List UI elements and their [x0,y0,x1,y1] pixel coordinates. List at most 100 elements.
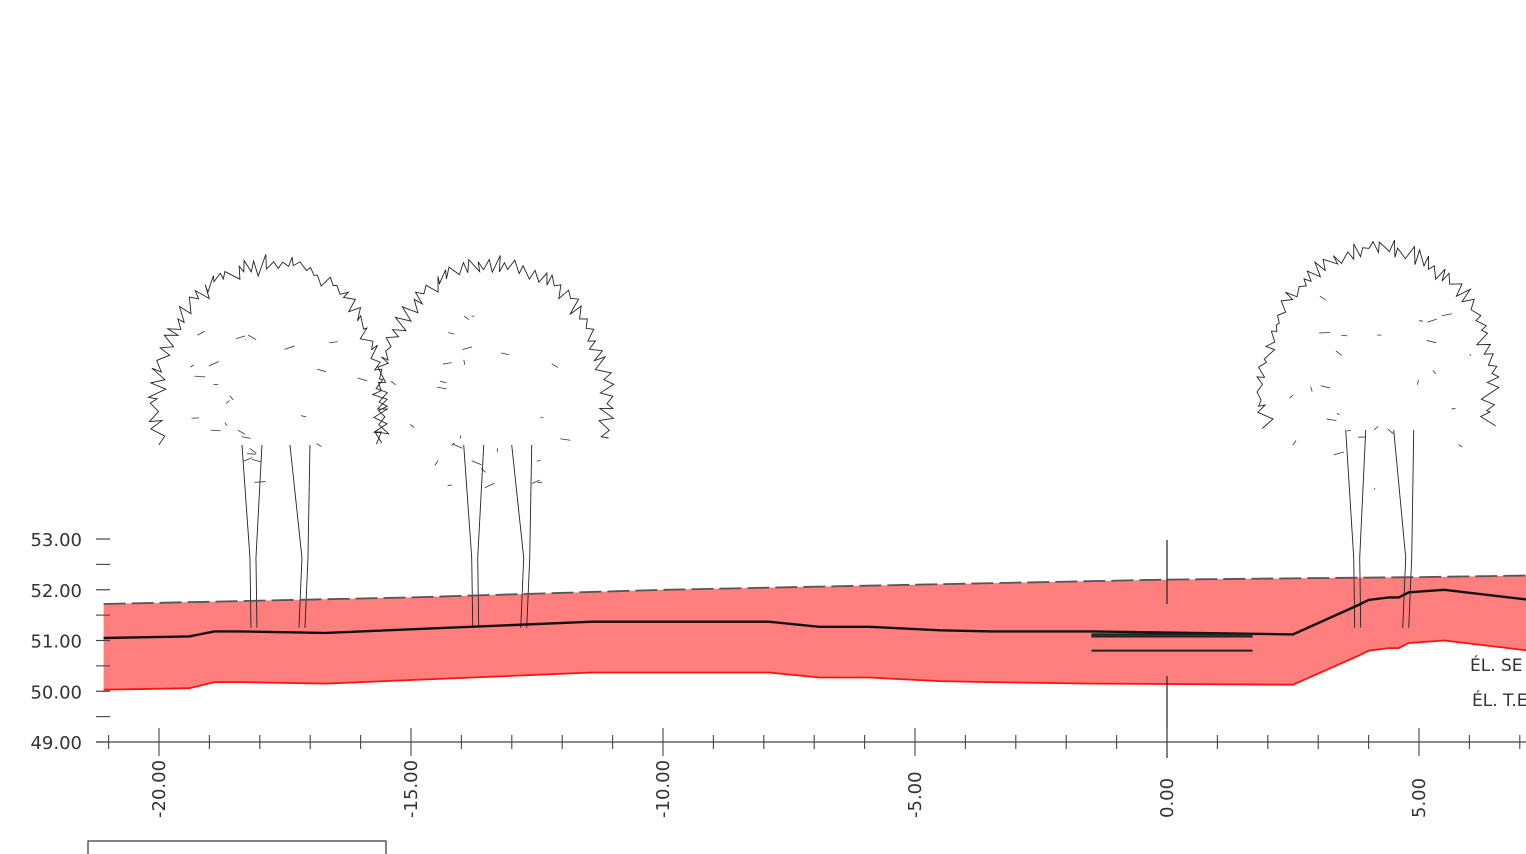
trees-layer [147,240,1500,628]
tree-leaf-stroke [462,346,473,351]
tree-leaf-stroke [551,363,559,368]
tree-trunk-line [511,444,525,628]
tree-leaf-stroke [1326,418,1337,422]
tree-leaf-stroke [1341,334,1348,337]
tree-leaf-stroke [197,331,205,336]
tree-leaf-stroke [463,359,466,365]
x-tick-label: -15.00 [401,760,422,818]
y-tick-label: 52.00 [30,581,82,602]
x-tick-label: 0.00 [1157,778,1178,818]
tree-leaf-stroke [1335,350,1342,356]
tree-leaf-stroke [442,362,452,365]
tree-leaf-stroke [560,438,571,441]
tree-leaf-stroke [1346,429,1351,432]
tree-leaf-stroke [434,460,439,466]
tree-leaf-stroke [484,482,495,489]
tree-leaf-stroke [357,377,368,382]
x-tick-label: -5.00 [905,771,926,818]
tree-leaf-stroke [1441,313,1453,317]
tree-leaf-stroke [1417,379,1419,385]
tree-trunk-line [304,444,311,628]
tree-leaf-stroke [1289,394,1294,399]
tree-leaf-stroke [501,352,509,356]
tree-leaf-stroke [1418,320,1424,322]
tree-leaf-stroke [1319,332,1330,334]
tree-leaf-stroke [1310,386,1313,392]
tree-trunk-line [1393,429,1407,628]
tree-trunk-line [1408,429,1415,628]
tree-leaf-stroke [1427,318,1437,323]
tree-trunk-line [477,444,485,628]
tree-leaf-stroke [317,368,327,373]
tree-trunk-line [463,444,474,628]
tree-leaf-stroke [451,442,455,446]
tree-crown-outline [1256,240,1500,429]
tree-leaf-stroke [300,415,307,418]
tree-leaf-stroke [390,380,396,386]
tree-leaf-stroke [1373,426,1379,431]
tree-leaf-stroke [1432,370,1436,374]
tree-leaf-stroke [531,479,540,484]
tree-leaf-stroke [1469,353,1472,357]
series-line-2 [103,639,1526,691]
x-tick-label: 5.00 [1409,778,1430,818]
tree-symbol [371,255,615,628]
tree-leaf-stroke [453,443,463,449]
series-line-1 [103,588,1526,640]
tree-leaf-stroke [471,460,482,466]
tree-leaf-stroke [1451,408,1456,410]
tree-leaf-stroke [224,422,228,426]
tree-leaf-stroke [229,395,234,401]
section-lines-layer [103,540,1526,758]
tree-leaf-stroke [329,341,338,344]
tree-leaf-stroke [190,364,195,368]
tree-leaf-stroke [241,436,251,439]
tree-leaf-stroke [536,460,541,462]
tree-leaf-stroke [1292,440,1297,446]
tree-leaf-stroke [284,345,295,350]
x-tick-label: -20.00 [149,760,170,818]
y-tick-label: 53.00 [30,530,82,551]
tree-leaf-stroke [459,435,462,439]
tree-leaf-stroke [1458,444,1463,448]
tree-trunk-line [255,444,263,628]
annotation-el-se: ÉL. SE [1470,654,1523,676]
tree-leaf-stroke [194,375,206,378]
y-tick-label: 49.00 [30,733,82,754]
tree-trunk-line [526,444,533,628]
y-tick-label: 50.00 [30,682,82,703]
tree-leaf-stroke [448,332,455,335]
section-fill-layer [103,575,1526,690]
tree-leaf-stroke [247,334,257,341]
tree-leaf-stroke [1373,488,1376,490]
section-fill-area [103,575,1526,690]
tree-symbol [147,254,391,628]
tree-leaf-stroke [1387,428,1394,435]
tree-leaf-stroke [1319,295,1327,301]
tree-crown-outline [147,254,391,446]
tree-leaf-stroke [1336,412,1340,416]
tree-trunk-line [289,444,303,628]
tree-leaf-stroke [244,338,247,340]
tree-leaf-stroke [436,386,447,390]
annotation-el-te: ÉL. T.E [1472,689,1526,711]
tree-leaf-stroke [1333,451,1345,456]
tree-crown-outline [371,255,615,445]
tree-leaf-stroke [447,484,453,487]
title-block-frame [87,840,387,854]
tree-leaf-stroke [316,443,322,448]
tree-leaf-stroke [208,361,220,367]
tree-trunk-line [241,444,252,628]
tree-leaf-stroke [409,424,415,428]
tree-trunk-line [1345,429,1356,628]
tree-leaf-stroke [236,335,246,340]
tree-leaf-stroke [251,458,262,463]
tree-leaf-stroke [249,447,257,454]
tree-leaf-stroke [225,400,230,404]
tree-leaf-stroke [1320,385,1330,389]
tree-leaf-stroke [463,315,469,320]
axes-layer: -20.00 -15.00 -10.00 -5.00 0.00 5.00 49.00 50.0… [30,530,1526,818]
tree-leaf-stroke [439,380,447,384]
x-tick-label: -10.00 [653,760,674,818]
